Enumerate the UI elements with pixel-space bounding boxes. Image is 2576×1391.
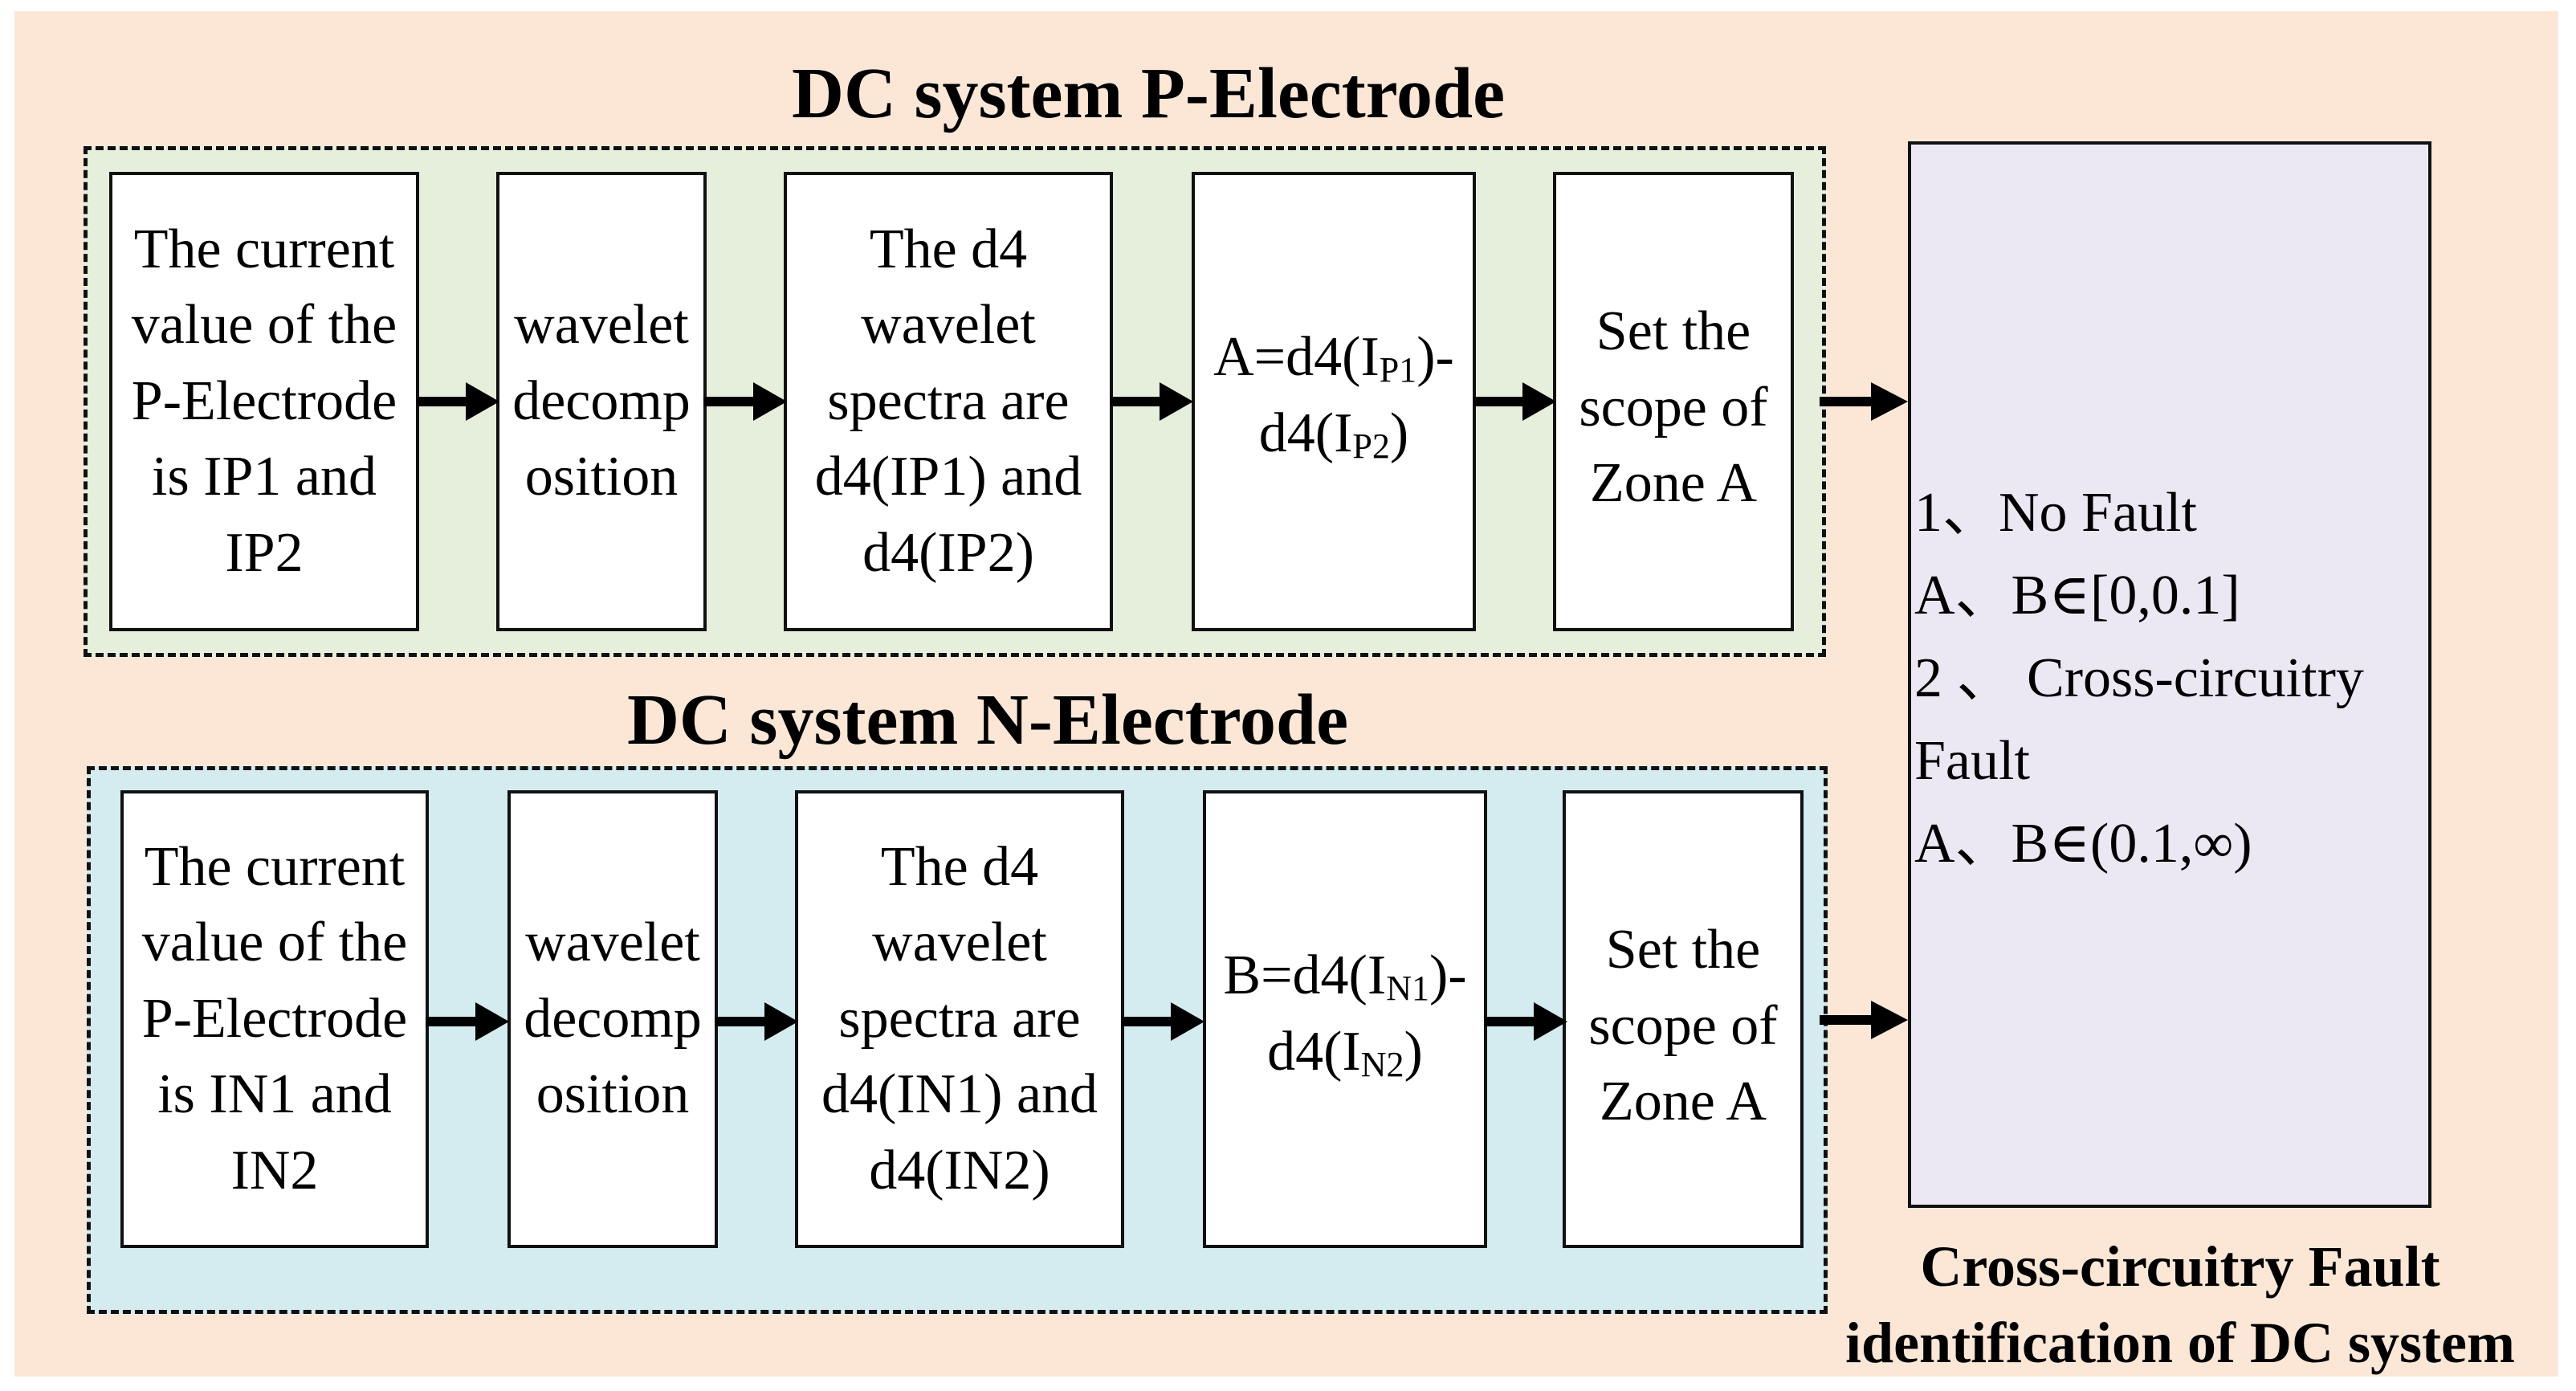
p-wavelet-box: wavelet decomp osition bbox=[496, 172, 707, 631]
arrow-p2 bbox=[703, 382, 787, 421]
p-spectra-box: The d4 wavelet spectra are d4(IP1) and d… bbox=[784, 172, 1113, 631]
n-current-value-box: The current value of the P-Electrode is … bbox=[120, 790, 429, 1248]
fault-identification-box: 1、No Fault A、B∈[0,0.1] 2 、 Cross-circuit… bbox=[1908, 141, 2431, 1208]
p-formula-text: A=d4(IP1)- d4(IP2) bbox=[1213, 326, 1454, 466]
arrow-n1 bbox=[426, 1002, 509, 1041]
p-wavelet-text: wavelet decomp osition bbox=[512, 294, 691, 508]
n-current-value-text: The current value of the P-Electrode is … bbox=[141, 835, 408, 1201]
n-wavelet-box: wavelet decomp osition bbox=[507, 790, 718, 1248]
n-spectra-box: The d4 wavelet spectra are d4(IN1) and d… bbox=[795, 790, 1124, 1248]
p-current-value-text: The current value of the P-Electrode is … bbox=[131, 218, 397, 584]
arrow-n2 bbox=[715, 1002, 798, 1041]
caption-line-1: Cross-circuitry Fault bbox=[1920, 1234, 2440, 1299]
fault-criteria-list: 1、No Fault A、B∈[0,0.1] 2 、 Cross-circuit… bbox=[1911, 472, 2431, 885]
arrow-p4 bbox=[1473, 382, 1556, 421]
n-spectra-text: The d4 wavelet spectra are d4(IN1) and d… bbox=[821, 835, 1098, 1201]
n-wavelet-text: wavelet decomp osition bbox=[524, 912, 702, 1126]
n-formula-text: B=d4(IN1)- d4(IN2) bbox=[1223, 944, 1467, 1084]
arrow-p-to-result bbox=[1820, 382, 1908, 421]
caption-line-2: identification of DC system bbox=[1845, 1311, 2515, 1376]
p-zone-box: Set the scope of Zone A bbox=[1553, 172, 1794, 631]
criteria-line-2: A、B∈[0,0.1] bbox=[1914, 564, 2240, 626]
p-zone-text: Set the scope of Zone A bbox=[1579, 300, 1768, 514]
n-section-title: DC system N-Electrode bbox=[626, 680, 1349, 760]
n-zone-box: Set the scope of Zone A bbox=[1563, 790, 1804, 1248]
arrow-n4 bbox=[1484, 1002, 1567, 1041]
criteria-line-4: Fault bbox=[1914, 729, 2030, 792]
criteria-line-1: 1、No Fault bbox=[1914, 482, 2197, 544]
p-spectra-text: The d4 wavelet spectra are d4(IP1) and d… bbox=[814, 218, 1082, 584]
arrow-p3 bbox=[1110, 382, 1193, 421]
n-formula-box: B=d4(IN1)- d4(IN2) bbox=[1203, 790, 1487, 1248]
result-caption: Cross-circuitry Fault identification of … bbox=[1807, 1229, 2554, 1381]
arrow-p1 bbox=[416, 382, 499, 421]
p-section-title: DC system P-Electrode bbox=[791, 54, 1506, 133]
n-zone-text: Set the scope of Zone A bbox=[1588, 919, 1778, 1132]
arrow-n3 bbox=[1121, 1002, 1204, 1041]
p-formula-box: A=d4(IP1)- d4(IP2) bbox=[1192, 172, 1476, 631]
arrow-n-to-result bbox=[1820, 1001, 1908, 1039]
p-current-value-box: The current value of the P-Electrode is … bbox=[109, 172, 419, 631]
criteria-line-3: 2 、 Cross-circuitry bbox=[1914, 647, 2364, 709]
criteria-line-5: A、B∈(0.1,∞) bbox=[1914, 812, 2252, 875]
